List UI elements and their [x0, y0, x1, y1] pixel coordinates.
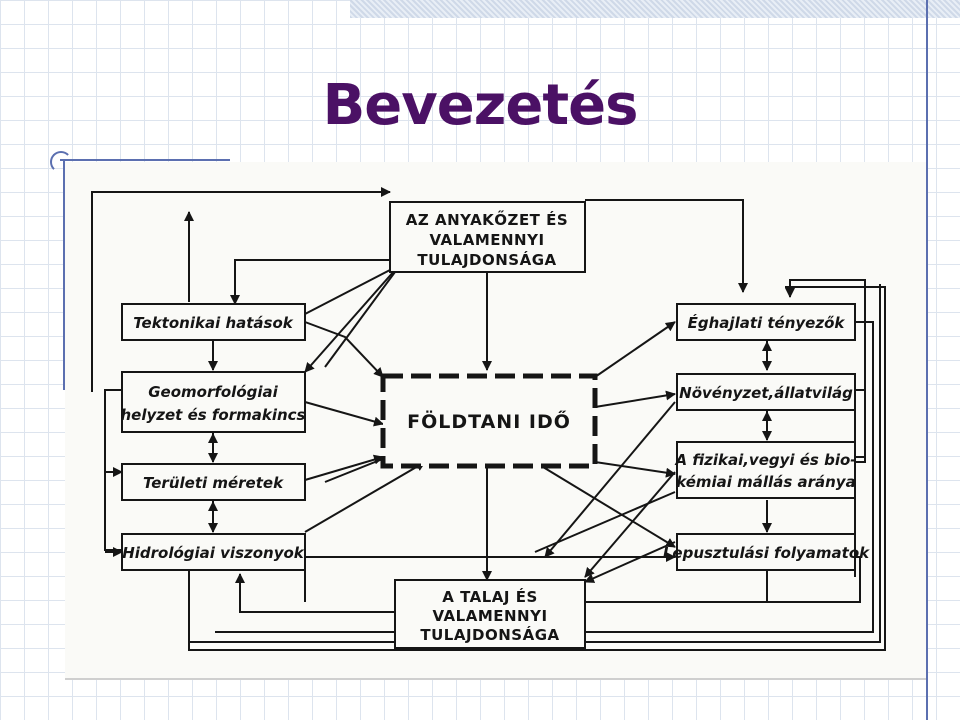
parent-material-line-3: TULAJDONSÁGA	[417, 250, 556, 269]
right-vertical-rule	[926, 0, 928, 720]
geomorph-box	[121, 371, 306, 433]
tectonic-box	[121, 303, 306, 341]
soil-line-2: VALAMENNYI	[432, 607, 547, 625]
connector-lines	[91, 187, 886, 651]
geomorph-line-1: Geomorfológiai	[148, 383, 278, 401]
diagram-scan: FÖLDTANI IDŐ AZ ANYAKŐZET ÉS VALAMENNYI …	[65, 162, 926, 680]
weathering-box	[676, 441, 856, 499]
soil-line-1: A TALAJ ÉS	[442, 587, 538, 606]
weathering-line-2: kémiai mállás aránya	[676, 473, 855, 491]
vegetation-box	[676, 373, 856, 411]
tectonic-label: Tektonikai hatások	[133, 314, 294, 332]
soil-formation-diagram: FÖLDTANI IDŐ AZ ANYAKŐZET ÉS VALAMENNYI …	[91, 187, 886, 651]
title-underline	[60, 159, 230, 161]
erosion-box	[676, 533, 856, 571]
weathering-line-1: A fizikai,vegyi és bio-	[674, 451, 856, 469]
climate-box	[676, 303, 856, 341]
climate-label: Éghajlati tényezők	[688, 313, 846, 332]
center-label: FÖLDTANI IDŐ	[407, 409, 571, 433]
parent-material-line-2: VALAMENNYI	[429, 231, 544, 249]
parent-material-box	[389, 201, 586, 273]
area-box	[121, 463, 306, 501]
center-box	[380, 373, 598, 469]
hydro-box	[121, 533, 306, 571]
soil-box	[394, 579, 586, 649]
parent-material-line-1: AZ ANYAKŐZET ÉS	[406, 209, 568, 229]
left-vertical-rule	[63, 160, 65, 390]
hydro-label: Hidrológiai viszonyok	[122, 544, 305, 562]
top-decor-bar	[350, 0, 960, 18]
erosion-label: Lepusztulási folyamatok	[663, 544, 870, 562]
area-label: Területi méretek	[143, 474, 284, 492]
soil-line-3: TULAJDONSÁGA	[420, 625, 559, 644]
slide-title: Bevezetés	[322, 73, 639, 138]
geomorph-line-2: helyzet és formakincs	[121, 406, 306, 424]
title-rule-ornament	[50, 151, 72, 173]
vegetation-label: Növényzet,állatvilág	[679, 384, 853, 402]
